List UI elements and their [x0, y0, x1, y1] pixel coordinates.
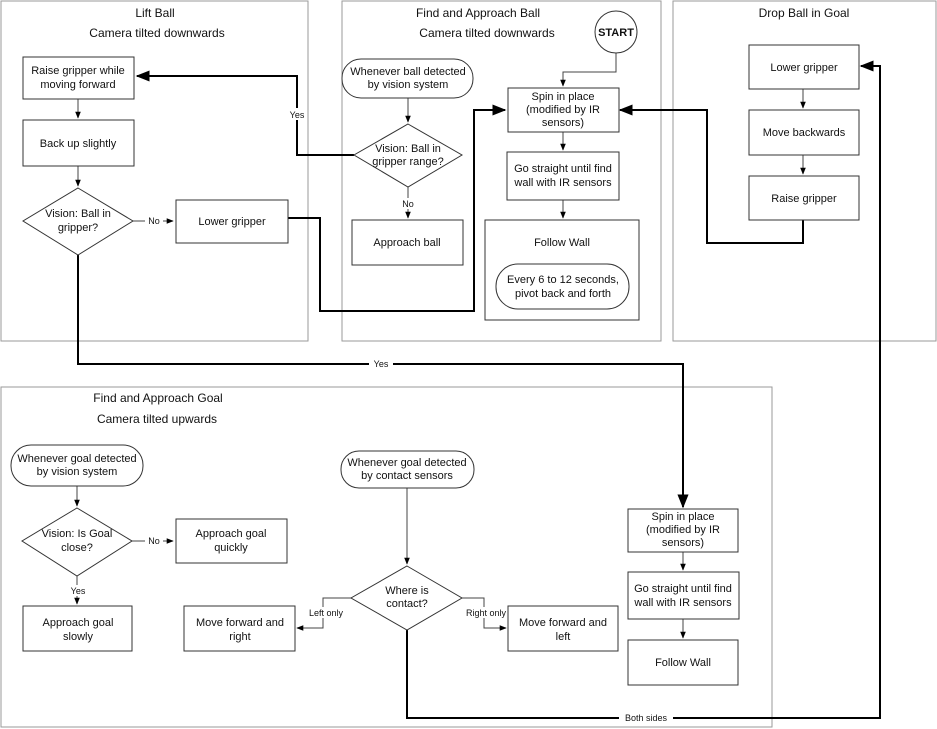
node-move-backwards: Move backwards: [748, 109, 860, 156]
node-approach-goal-quickly: Approach goal quickly: [175, 518, 288, 564]
panel-subtitle-find-ball: Camera tilted downwards: [419, 26, 554, 40]
node-goal-detected-vision: Whenever goal detected by vision system: [10, 444, 144, 487]
decision-ball-in-range: Vision: Ball in gripper range?: [353, 123, 463, 188]
svg-text:Back up slightly: Back up slightly: [40, 138, 117, 150]
svg-text:moving forward: moving forward: [40, 79, 115, 91]
node-follow-wall-goal: Follow Wall: [627, 639, 739, 686]
label-no-close: No: [148, 536, 160, 546]
node-move-forward-right: Move forward and right: [183, 605, 296, 652]
node-pivot-back-forth: Every 6 to 12 seconds, pivot back and fo…: [495, 263, 630, 310]
svg-text:wall with IR sensors: wall with IR sensors: [513, 177, 612, 189]
svg-text:quickly: quickly: [214, 542, 248, 554]
svg-text:gripper range?: gripper range?: [372, 156, 444, 168]
svg-text:Vision: Ball in: Vision: Ball in: [375, 143, 441, 155]
node-goal-detected-contact: Whenever goal detected by contact sensor…: [340, 450, 475, 489]
svg-text:Every 6 to 12 seconds,: Every 6 to 12 seconds,: [507, 274, 619, 286]
panel-lift-ball: Lift Ball Camera tilted downwards: [0, 0, 309, 342]
panel-subtitle-find-goal: Camera tilted upwards: [97, 412, 217, 426]
node-ball-detected: Whenever ball detected by vision system: [341, 58, 474, 99]
svg-text:close?: close?: [61, 542, 93, 554]
svg-text:by vision system: by vision system: [368, 79, 449, 91]
label-no-gripper: No: [148, 216, 160, 226]
label-yes-range: Yes: [290, 110, 305, 120]
node-spin-in-place-ball: Spin in place (modified by IR sensors): [507, 87, 620, 133]
svg-text:wall with IR sensors: wall with IR sensors: [633, 597, 732, 609]
panel-title-lift-ball: Lift Ball: [135, 6, 174, 20]
svg-text:Whenever goal detected: Whenever goal detected: [17, 453, 136, 465]
svg-text:gripper?: gripper?: [58, 222, 98, 234]
svg-text:Lower gripper: Lower gripper: [198, 216, 266, 228]
node-raise-gripper-forward: Raise gripper while moving forward: [22, 56, 135, 100]
svg-text:Where is: Where is: [385, 585, 429, 597]
label-no-range: No: [402, 199, 414, 209]
svg-text:Approach ball: Approach ball: [373, 237, 440, 249]
svg-text:sensors): sensors): [662, 537, 704, 549]
svg-text:Whenever goal detected: Whenever goal detected: [347, 457, 466, 469]
svg-text:Whenever ball detected: Whenever ball detected: [350, 66, 466, 78]
panel-title-find-ball: Find and Approach Ball: [416, 6, 540, 20]
svg-text:(modified by IR: (modified by IR: [646, 524, 720, 536]
svg-text:Go straight until find: Go straight until find: [634, 583, 732, 595]
start-node: START: [594, 10, 638, 54]
panel-title-drop-ball: Drop Ball in Goal: [759, 6, 850, 20]
svg-text:Raise gripper: Raise gripper: [771, 193, 837, 205]
svg-text:by contact sensors: by contact sensors: [361, 470, 453, 482]
panel-title-find-goal: Find and Approach Goal: [93, 391, 222, 405]
svg-text:Raise gripper while: Raise gripper while: [31, 65, 125, 77]
svg-text:Follow Wall: Follow Wall: [655, 657, 711, 669]
svg-text:Move forward and: Move forward and: [196, 617, 284, 629]
label-right-only: Right only: [466, 608, 507, 618]
svg-text:by vision system: by vision system: [37, 466, 118, 478]
svg-text:slowly: slowly: [63, 631, 93, 643]
decision-where-contact: Where is contact?: [349, 565, 463, 631]
node-approach-ball: Approach ball: [351, 219, 464, 266]
svg-text:Move forward and: Move forward and: [519, 617, 607, 629]
svg-text:Approach goal: Approach goal: [196, 528, 267, 540]
decision-ball-in-gripper: Vision: Ball in gripper?: [22, 187, 134, 256]
svg-text:right: right: [229, 631, 250, 643]
svg-text:Spin in place: Spin in place: [652, 511, 715, 523]
svg-text:Vision: Is Goal: Vision: Is Goal: [42, 528, 113, 540]
svg-text:Vision: Ball in: Vision: Ball in: [45, 208, 111, 220]
svg-text:left: left: [556, 631, 571, 643]
decision-goal-close: Vision: Is Goal close?: [21, 507, 133, 577]
node-approach-goal-slowly: Approach goal slowly: [22, 605, 133, 652]
node-spin-in-place-goal: Spin in place (modified by IR sensors): [627, 508, 739, 553]
panel-subtitle-lift-ball: Camera tilted downwards: [89, 26, 224, 40]
svg-text:Move backwards: Move backwards: [763, 127, 846, 139]
svg-text:Spin in place: Spin in place: [532, 91, 595, 103]
svg-text:sensors): sensors): [542, 117, 584, 129]
node-go-straight-goal: Go straight until find wall with IR sens…: [627, 571, 740, 620]
svg-text:(modified by IR: (modified by IR: [526, 104, 600, 116]
edge-labels: Yes No No Yes No Yes Left only Right onl…: [67, 108, 673, 724]
label-left-only: Left only: [309, 608, 344, 618]
svg-text:Lower gripper: Lower gripper: [770, 62, 838, 74]
label-yes-close: Yes: [71, 586, 86, 596]
node-raise-gripper-drop: Raise gripper: [748, 175, 860, 221]
node-lower-gripper-lift: Lower gripper: [175, 199, 289, 244]
svg-text:Go straight until find: Go straight until find: [514, 163, 612, 175]
node-lower-gripper-drop: Lower gripper: [748, 44, 860, 90]
label-both-sides: Both sides: [625, 713, 668, 723]
svg-text:Approach goal: Approach goal: [43, 617, 114, 629]
node-back-up-slightly: Back up slightly: [22, 119, 135, 167]
label-yes-gripper: Yes: [374, 359, 389, 369]
node-move-forward-left: Move forward and left: [507, 605, 619, 652]
svg-text:Follow Wall: Follow Wall: [534, 237, 590, 249]
node-go-straight-ball: Go straight until find wall with IR sens…: [506, 151, 620, 201]
svg-text:contact?: contact?: [386, 598, 428, 610]
start-label: START: [598, 27, 634, 39]
svg-text:pivot back and forth: pivot back and forth: [515, 288, 611, 300]
